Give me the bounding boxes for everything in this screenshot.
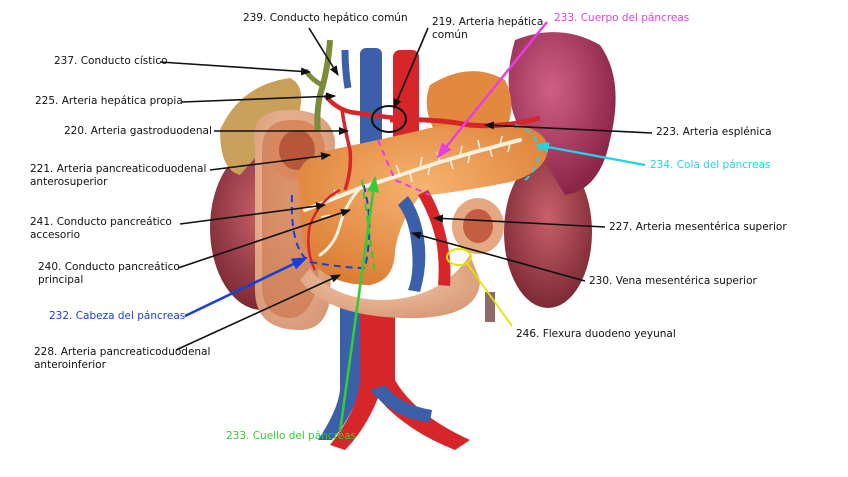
label-arteria-esplenica: 223. Arteria esplénica: [656, 126, 772, 138]
label-conducto-cistico: 237. Conducto cístico: [54, 55, 168, 67]
leader-237: [159, 61, 311, 76]
arrow-cuello: [338, 176, 380, 433]
label-arteria-gastroduodenal: 220. Arteria gastroduodenal: [64, 125, 212, 137]
vena-cava-lower: [318, 300, 360, 440]
jejunum-lumen: [463, 209, 493, 243]
label-cuerpo-del-pancreas: 233. Cuerpo del páncreas: [554, 12, 690, 24]
superior-mesenteric-artery: [418, 190, 451, 286]
superior-mesenteric-vein: [398, 196, 426, 292]
leader-228: [175, 274, 341, 351]
common-hepatic-artery: [323, 93, 396, 121]
arrow-cuerpo: [436, 21, 548, 159]
pancreas: [298, 122, 548, 285]
label-cuello-del-pancreas: 233. Cuello del páncreas: [226, 430, 357, 442]
label-cola-del-pancreas: 234. Cola del páncreas: [650, 159, 771, 171]
aorta-lower: [330, 300, 470, 450]
leader-241: [179, 202, 326, 225]
leader-240: [177, 209, 351, 269]
label-vena-mesenterica-superior: 230. Vena mesentérica superior: [589, 275, 757, 287]
label-arteria-hepatica-comun: 219. Arteria hepática común: [432, 16, 544, 41]
gastroduodenal-artery: [340, 109, 353, 191]
leader-219: [393, 27, 429, 109]
splenic-artery: [389, 115, 541, 129]
label-arteria-mesenterica-superior: 227. Arteria mesentérica superior: [609, 221, 787, 233]
leader-230: [411, 231, 586, 282]
duct-branches: [320, 135, 511, 218]
arrow-cola: [535, 142, 646, 167]
left-ureter: [485, 292, 495, 322]
leader-227: [433, 214, 606, 228]
common-hepatic-duct: [314, 39, 333, 131]
leader-221: [209, 152, 331, 171]
common-hepatic-artery-highlight: [371, 105, 407, 133]
leader-225: [181, 92, 336, 103]
neck-region-outline: [361, 179, 376, 276]
duodenum-lower: [300, 255, 480, 319]
label-cabeza-del-pancreas: 232. Cabeza del páncreas: [49, 310, 186, 322]
portal-vein: [341, 49, 352, 89]
body-region-outline: [377, 139, 431, 196]
label-arteria-pancreaticoduodenal-anterosuperior: 221. Arteria pancreaticoduodenal anteros…: [30, 163, 207, 188]
pancreaticoduodenal-artery: [307, 188, 341, 271]
label-conducto-pancreatico-principal: 240. Conducto pancreático principal: [38, 261, 180, 286]
leader-lines: [159, 27, 653, 351]
flexure-highlight: [446, 248, 472, 266]
arrow-flexura: [465, 261, 513, 327]
leader-239: [308, 27, 339, 76]
label-flexura-duodeno-yeyunal: 246. Flexura duodeno yeyunal: [516, 328, 676, 340]
leader-223: [484, 121, 653, 134]
arrow-cabeza: [184, 256, 308, 318]
label-arteria-hepatica-propia: 225. Arteria hepática propia: [35, 95, 183, 107]
iliac-vein: [370, 385, 432, 422]
label-conducto-hepatico-comun: 239. Conducto hepático común: [243, 12, 408, 24]
label-arteria-pancreaticoduodenal-anteroinferior: 228. Arteria pancreaticoduodenal anteroi…: [34, 346, 211, 371]
label-conducto-pancreatico-accesorio: 241. Conducto pancreático accesorio: [30, 216, 172, 241]
accessory-pancreatic-duct: [318, 186, 362, 257]
main-pancreatic-duct: [303, 138, 522, 212]
